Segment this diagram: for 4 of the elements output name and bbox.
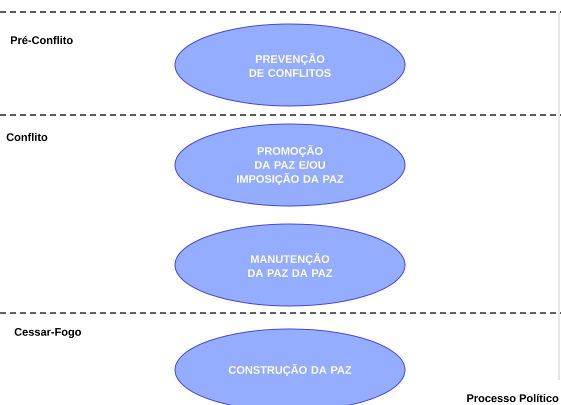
phase-label: Pré-Conflito bbox=[10, 36, 73, 44]
phase-label: Processo Político bbox=[467, 394, 558, 402]
phase-label: Conflito bbox=[6, 132, 48, 142]
phase-label: Cessar-Fogo bbox=[14, 328, 81, 338]
